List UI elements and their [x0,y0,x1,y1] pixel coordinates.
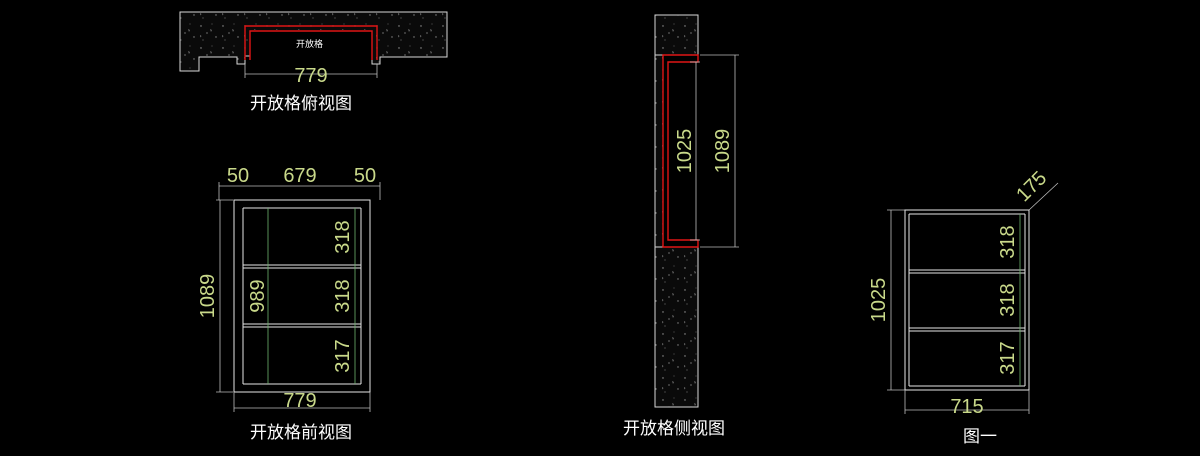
front-view-shelf-1 [243,264,361,269]
side-view-wall-lower [654,246,699,408]
top-view-width-dimension-line [244,64,378,78]
figure-one-depth-dimension-line [1028,182,1059,211]
figure-one-shelf-dim-3: 317 [997,341,1019,374]
top-view: 开放格 779 开放格俯视图 [179,11,448,114]
front-view-caption: 开放格前视图 [250,423,352,443]
front-view-shelf-dim-1: 318 [332,220,354,253]
front-view-width-dimension: 779 [283,390,316,412]
front-view-height-dimension: 1089 [197,274,219,319]
figure-one-caption: 图一 [963,427,997,447]
figure-one: 175 1025 318 318 317 715 图一 [868,167,1059,447]
side-view-outer-dimension-line [700,54,739,248]
figure-one-shelf-dim-2: 318 [997,283,1019,316]
figure-one-width-dimension-line [904,390,1030,414]
side-view-outer-dimension: 1089 [712,129,734,174]
front-view-width-dimension-line [233,392,371,412]
figure-one-shelf-1 [909,269,1025,274]
top-view-caption: 开放格俯视图 [250,94,352,114]
figure-one-height-dimension-line [887,209,906,391]
figure-one-depth-dimension: 175 [1012,167,1051,206]
figure-one-shelf-dim-1: 318 [997,225,1019,258]
front-view-shelf-dim-2: 318 [332,279,354,312]
side-view-wall-upper [654,14,699,56]
figure-one-shelf-2 [909,327,1025,332]
top-view-cabinet-label: 开放格 [296,38,323,50]
front-view-top-dimension-line [218,182,381,200]
front-view-dim-right-50: 50 [354,165,376,187]
front-view-height-dimension-line [216,199,233,393]
front-view-dim-679: 679 [283,165,316,187]
top-view-cabinet-outline [244,25,378,60]
figure-one-height-dimension: 1025 [868,278,890,323]
top-view-width-dimension: 779 [294,65,327,87]
front-view: 50 679 50 1089 989 318 318 317 [197,165,381,443]
figure-one-cabinet-frame [904,209,1030,391]
side-view-wall-middle [654,54,664,248]
front-view-cabinet-frame [233,199,371,393]
side-view: 1025 1089 开放格侧视图 [623,14,739,439]
figure-one-width-dimension: 715 [950,396,983,418]
side-view-inner-dimension-line [690,61,700,241]
top-view-niche [250,30,372,57]
front-view-shelf-2 [243,323,361,328]
front-view-dim-left-50: 50 [227,165,249,187]
front-view-shelf-dim-3: 317 [332,339,354,372]
side-view-caption: 开放格侧视图 [623,419,725,439]
side-view-inner-dimension: 1025 [674,129,696,174]
front-view-inner-height-dimension: 989 [247,279,269,312]
